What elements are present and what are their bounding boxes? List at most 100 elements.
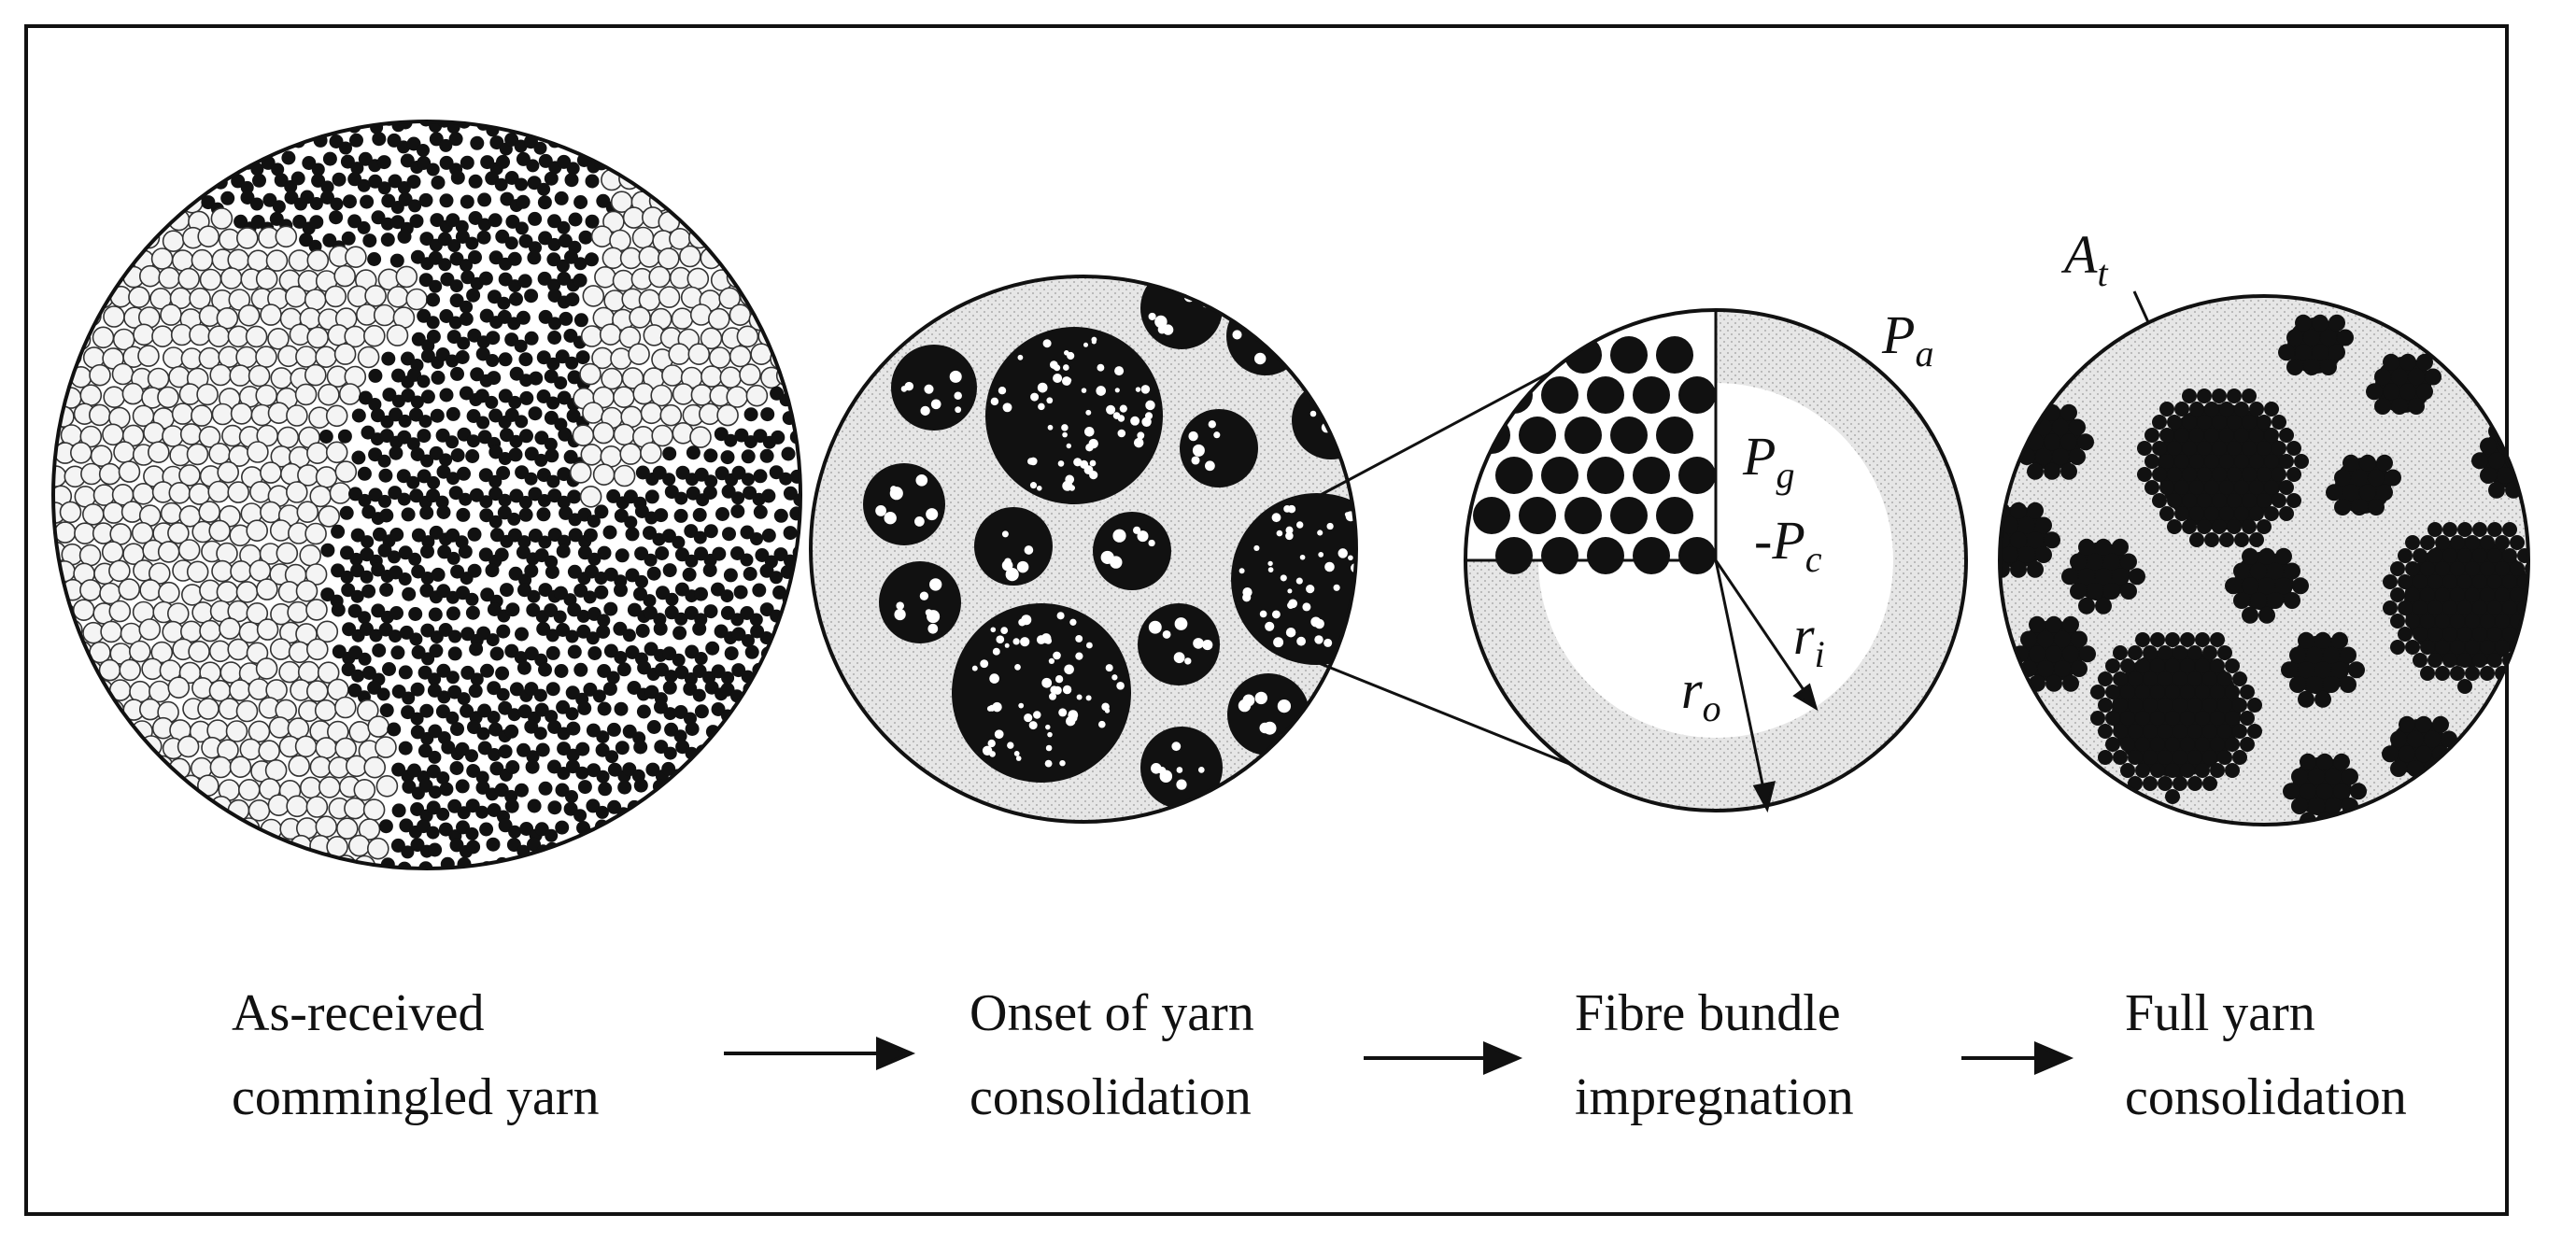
void-gap xyxy=(890,486,898,493)
polymer-fibre xyxy=(305,796,329,818)
polymer-fibre xyxy=(197,225,219,247)
consolidated-fibre xyxy=(2087,553,2103,571)
void-gap xyxy=(1306,584,1315,594)
glass-fibre xyxy=(418,415,432,429)
glass-fibre xyxy=(390,645,405,660)
glass-fibre xyxy=(682,567,697,582)
consolidated-fibre xyxy=(2189,506,2204,521)
glass-fibre xyxy=(519,822,534,836)
void-gap xyxy=(915,473,928,487)
void-gap xyxy=(1106,404,1116,415)
glass-fibre xyxy=(559,311,573,326)
glass-fibre xyxy=(773,508,788,523)
consolidated-fibre xyxy=(2167,415,2182,430)
polymer-fibre xyxy=(92,326,115,349)
polymer-fibre xyxy=(162,425,184,447)
caption-line: Onset of yarn xyxy=(970,984,1254,1042)
glass-fibre xyxy=(391,368,405,383)
glass-fibre xyxy=(357,178,371,192)
glass-fibre xyxy=(724,646,739,661)
impregnated-fibre xyxy=(1541,457,1578,494)
polymer-fibre xyxy=(613,464,636,487)
void-gap xyxy=(1378,534,1384,541)
glass-fibre xyxy=(516,544,531,559)
glass-fibre xyxy=(419,232,434,247)
glass-fibre xyxy=(603,601,618,616)
consolidated-fibre xyxy=(2174,480,2189,495)
fibre-bundle xyxy=(985,327,1163,504)
void-gap xyxy=(1372,569,1379,575)
polymer-fibre xyxy=(296,501,319,524)
consolidated-fibre xyxy=(2035,448,2052,465)
consolidated-fibre xyxy=(2219,428,2234,443)
void-gap xyxy=(1338,548,1348,558)
polymer-fibre xyxy=(367,715,390,738)
glass-fibre xyxy=(441,740,456,755)
caption-line: commingled yarn xyxy=(232,1068,600,1126)
glass-fibre xyxy=(459,386,474,401)
polymer-fibre xyxy=(80,462,103,486)
fibre-bundle xyxy=(1292,381,1356,459)
glass-fibre xyxy=(418,273,433,288)
glass-fibre xyxy=(460,155,474,170)
consolidated-fibre xyxy=(2405,561,2420,576)
glass-fibre xyxy=(417,819,432,834)
glass-fibre xyxy=(460,627,475,642)
polymer-fibre xyxy=(260,501,282,524)
glass-fibre xyxy=(418,192,433,207)
glass-fibre xyxy=(527,589,541,603)
consolidated-fibre xyxy=(2060,462,2077,480)
consolidated-fibre xyxy=(2416,383,2433,401)
glass-fibre xyxy=(674,491,688,505)
glass-fibre xyxy=(544,171,559,186)
consolidated-fibre xyxy=(2113,645,2128,660)
consolidated-fibre xyxy=(2487,600,2502,615)
glass-fibre xyxy=(460,270,475,285)
glass-fibre xyxy=(504,171,519,185)
glass-fibre xyxy=(547,214,561,229)
glass-fibre xyxy=(779,472,793,486)
polymer-fibre xyxy=(395,265,418,289)
consolidated-fibre xyxy=(2522,422,2528,440)
glass-fibre xyxy=(382,662,396,676)
glass-fibre xyxy=(410,447,425,461)
ro-arrow xyxy=(1714,559,1767,798)
glass-fibre xyxy=(534,702,549,717)
glass-fibre xyxy=(322,233,337,247)
consolidated-fibre xyxy=(2027,462,2044,480)
glass-fibre xyxy=(351,408,366,423)
consolidated-fibre xyxy=(2435,561,2450,576)
glass-fibre xyxy=(654,699,668,714)
consolidated-fibre xyxy=(2405,640,2420,655)
consolidated-fibre xyxy=(2267,562,2284,580)
glass-fibre xyxy=(625,568,640,583)
glass-fibre xyxy=(662,680,677,695)
consolidated-fibre xyxy=(2399,745,2415,763)
void-gap xyxy=(1242,593,1252,602)
consolidated-fibre xyxy=(2314,661,2331,679)
void-gap xyxy=(1162,629,1171,639)
glass-fibre xyxy=(409,632,423,646)
glass-fibre xyxy=(377,181,391,195)
glass-fibre xyxy=(281,150,296,165)
glass-fibre xyxy=(467,527,482,542)
consolidated-fibre xyxy=(2095,538,2112,556)
void-gap xyxy=(1287,588,1293,594)
consolidated-fibre xyxy=(2351,499,2368,516)
glass-fibre xyxy=(262,192,277,207)
polymer-fibre xyxy=(333,696,357,719)
consolidated-fibre xyxy=(2306,676,2323,693)
glass-fibre xyxy=(749,613,763,627)
glass-fibre xyxy=(538,309,553,324)
polymer-fibre xyxy=(210,207,234,230)
consolidated-fibre xyxy=(2219,480,2234,495)
polymer-fibre xyxy=(285,481,308,503)
polymer-fibre xyxy=(270,367,293,389)
polymer-fibre xyxy=(362,798,386,821)
void-gap xyxy=(994,729,1004,740)
glass-fibre xyxy=(460,665,475,680)
consolidated-fibre xyxy=(2217,671,2232,686)
polymer-fibre xyxy=(248,798,271,822)
void-gap xyxy=(1295,521,1304,529)
void-gap xyxy=(1029,482,1038,489)
